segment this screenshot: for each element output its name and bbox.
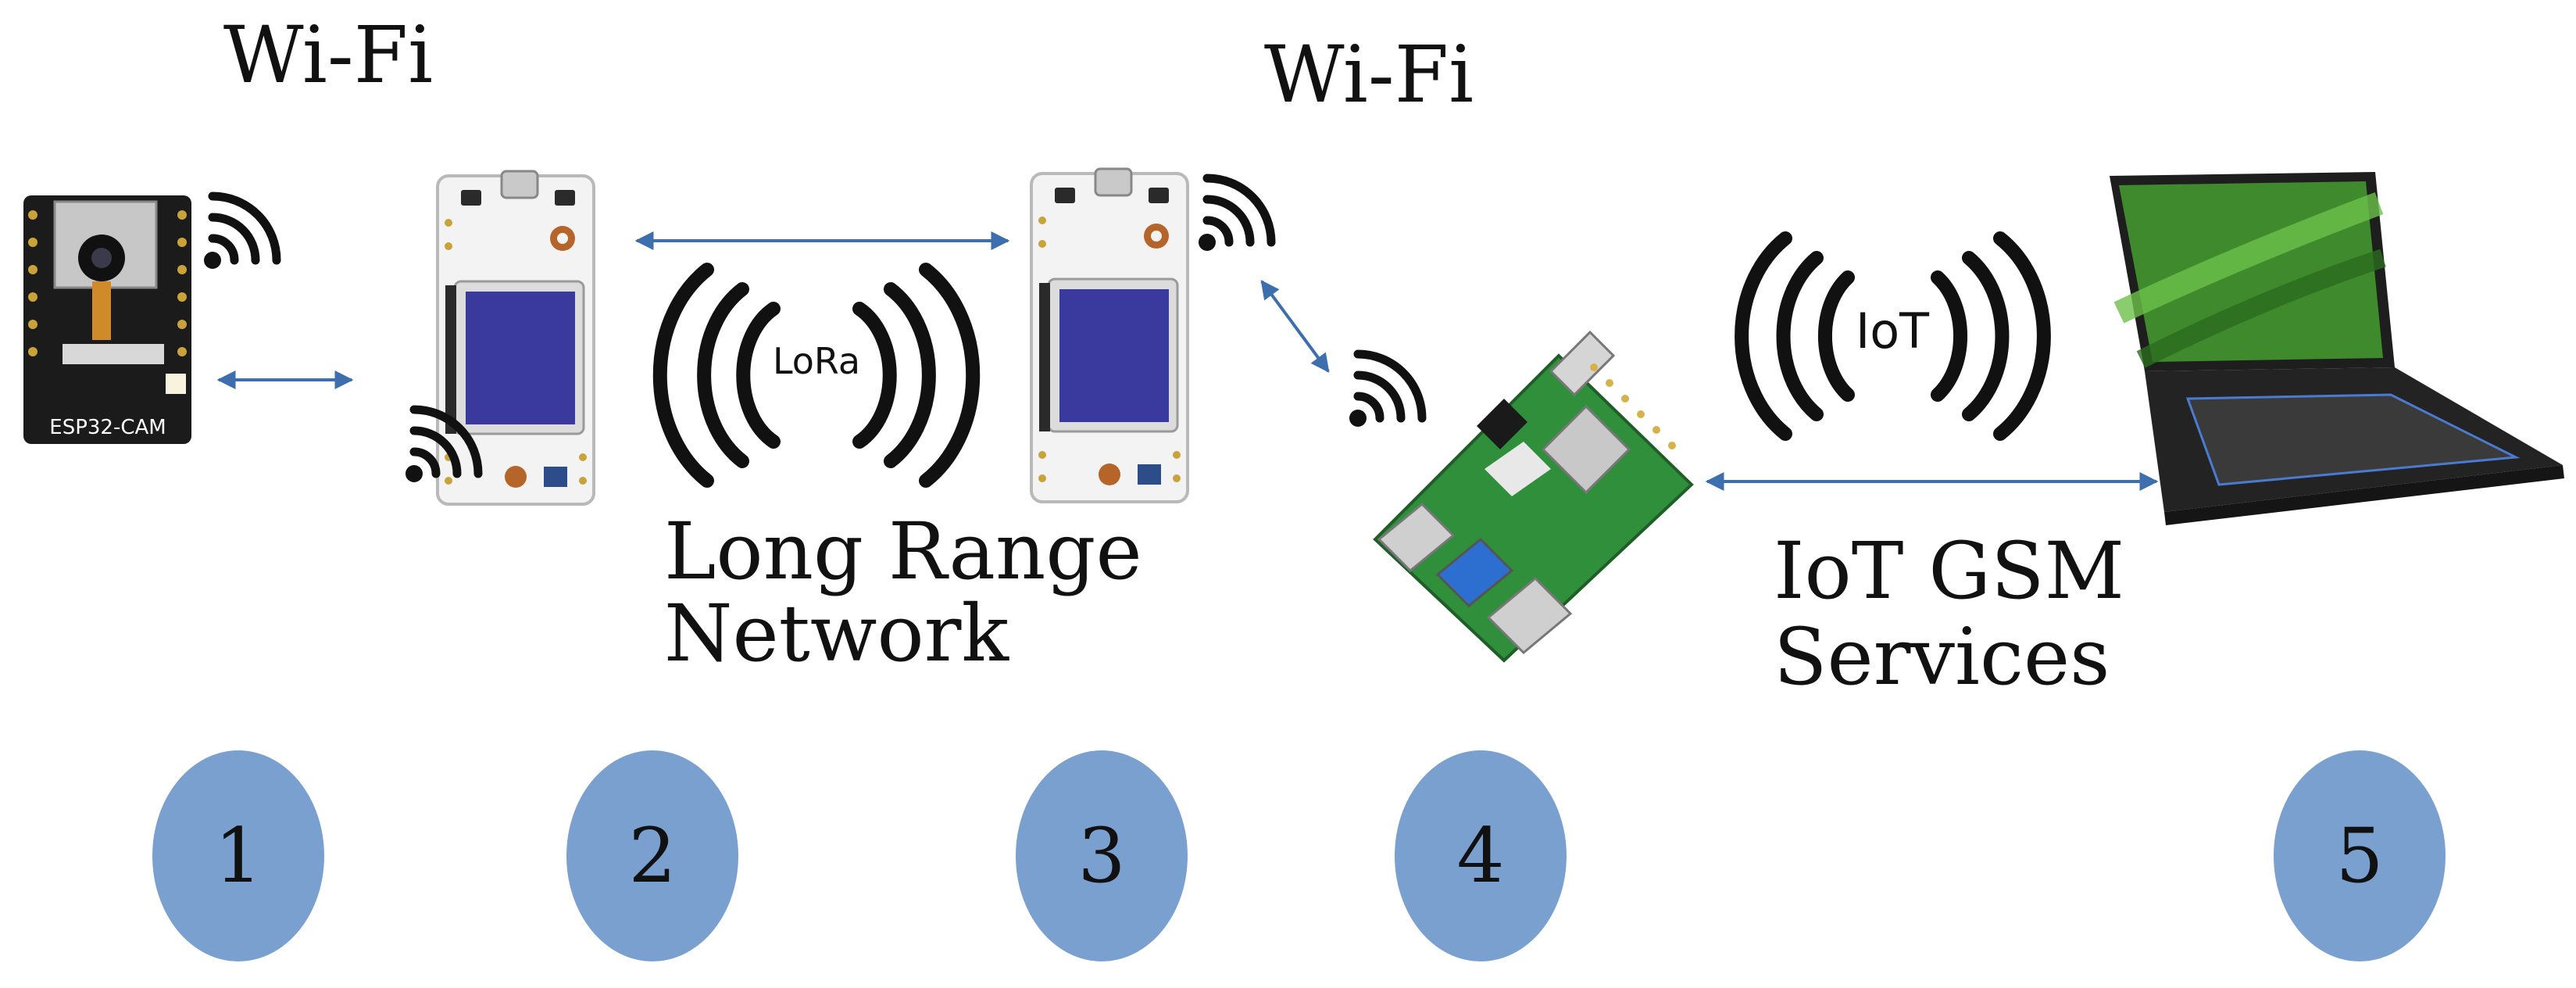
lora-badge-label: LoRa [773, 340, 860, 382]
lora-board-2 [1030, 167, 1189, 503]
iot-gsm-label-line2: Services [1774, 611, 2110, 703]
wifi-icon [204, 196, 277, 269]
esp32-board-text: ESP32-CAM [49, 416, 166, 439]
long-range-label-line1: Long Range [664, 506, 1142, 597]
raspberry-pi-board [1373, 330, 1694, 663]
step-number: 3 [1077, 812, 1125, 900]
step-number: 4 [1456, 812, 1504, 900]
step-marker-5: 5 [2274, 750, 2446, 961]
long-range-label-line2: Network [664, 588, 1009, 679]
laptop [2110, 172, 2564, 525]
iot-signal-icon [1735, 231, 2051, 441]
wifi-icon [1349, 354, 1422, 427]
wifi-label-right: Wi-Fi [1264, 29, 1474, 120]
step-number: 1 [214, 812, 262, 900]
lora-board-1 [436, 170, 595, 506]
wifi-label-left: Wi-Fi [223, 9, 433, 101]
iot-gsm-label-line1: IoT GSM [1774, 525, 2124, 617]
lora-signal-icon [652, 263, 981, 488]
esp32-cam-board: ESP32-CAM [23, 195, 191, 444]
arrow-lora2-to-rpi [1260, 280, 1330, 373]
step-number: 2 [628, 812, 676, 900]
step-marker-4: 4 [1395, 750, 1567, 961]
step-marker-3: 3 [1016, 750, 1188, 961]
wifi-icon [1199, 178, 1271, 251]
step-number: 5 [2335, 812, 2383, 900]
iot-badge-label: IoT [1856, 302, 1930, 360]
step-marker-2: 2 [566, 750, 738, 961]
step-marker-1: 1 [152, 750, 324, 961]
